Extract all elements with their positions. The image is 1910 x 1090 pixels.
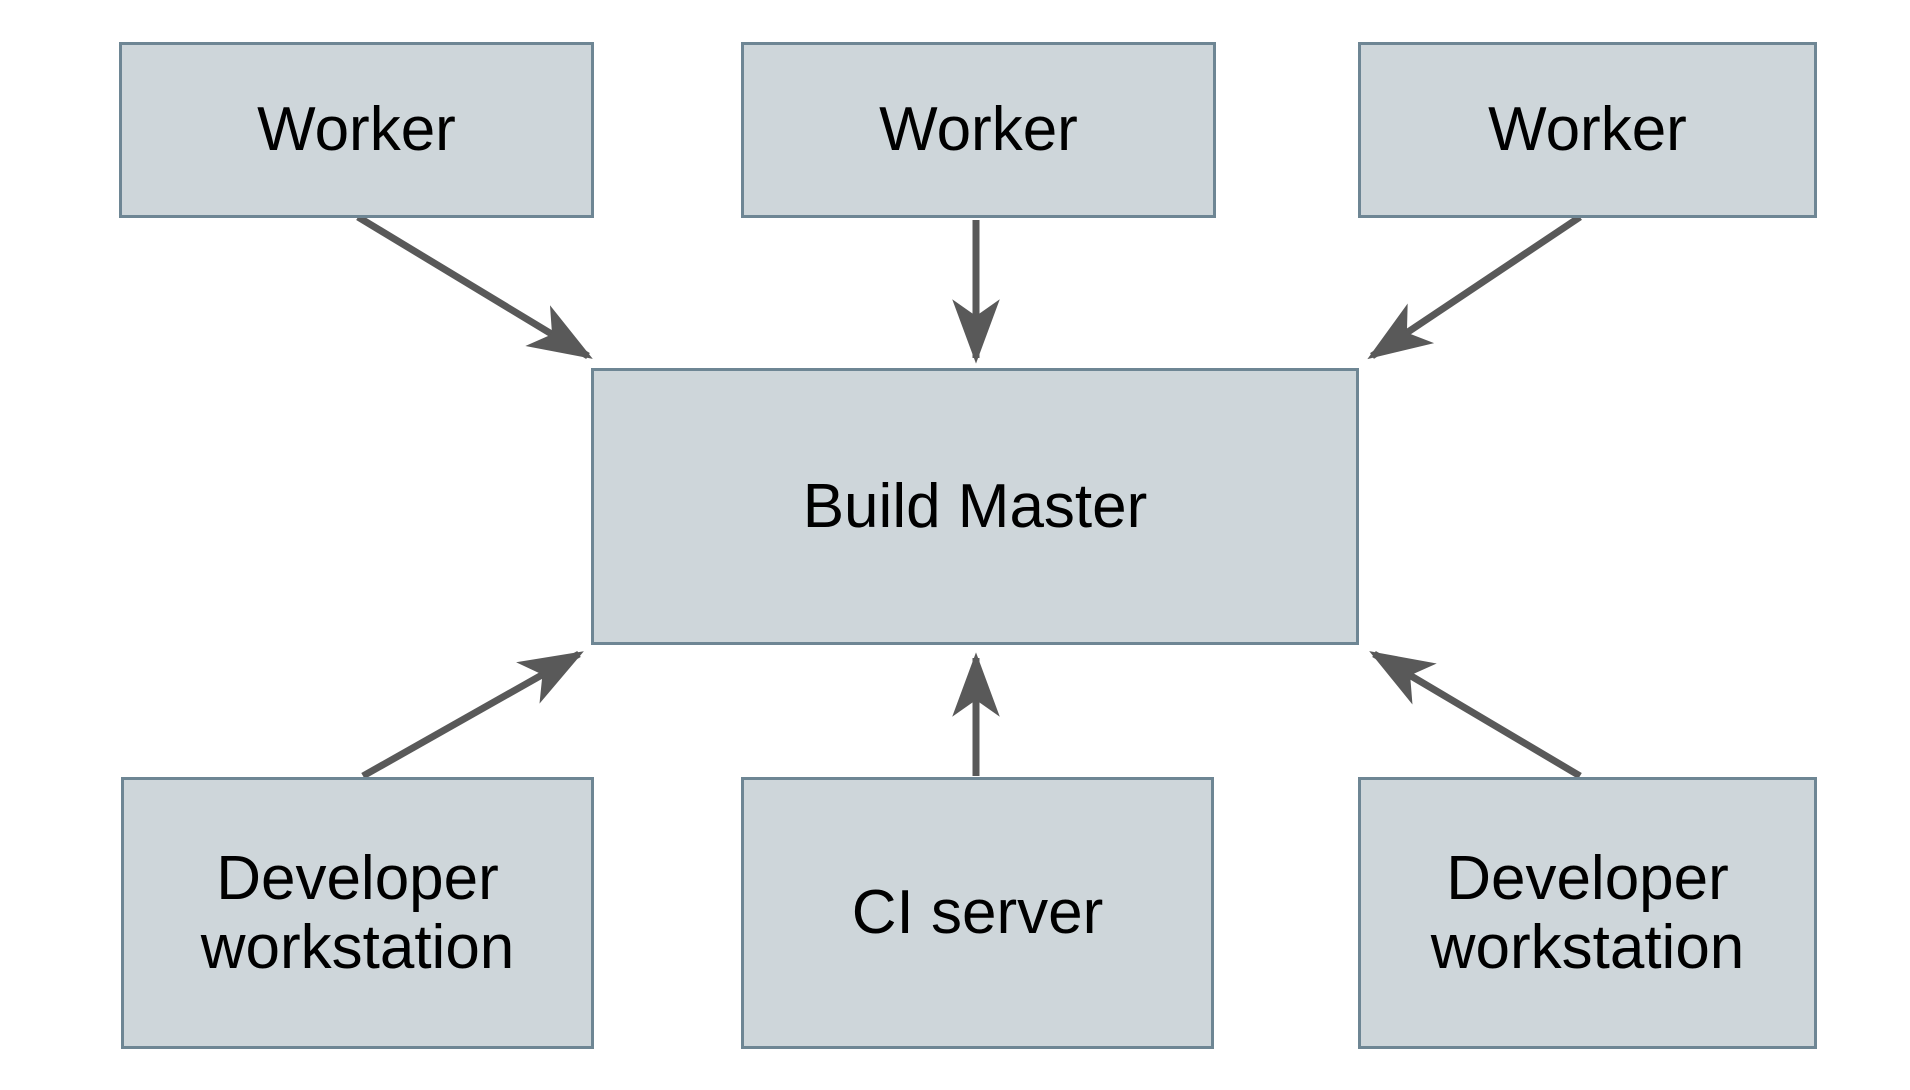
node-developer-workstation-2-label: Developer workstation bbox=[1430, 843, 1745, 982]
edge-worker3-to-master bbox=[1367, 214, 1582, 360]
node-worker-3-label: Worker bbox=[1488, 95, 1687, 165]
edge-devws2-to-master bbox=[1369, 650, 1582, 780]
node-build-master-label: Build Master bbox=[802, 471, 1148, 541]
node-developer-workstation-2[interactable]: Developer workstation bbox=[1358, 777, 1817, 1049]
edge-devws1-to-master bbox=[361, 650, 584, 780]
node-worker-2-label: Worker bbox=[879, 95, 1078, 165]
node-worker-1-label: Worker bbox=[257, 95, 456, 165]
node-build-master[interactable]: Build Master bbox=[591, 368, 1359, 645]
node-developer-workstation-1[interactable]: Developer workstation bbox=[121, 777, 594, 1049]
node-worker-3[interactable]: Worker bbox=[1358, 42, 1817, 218]
edge-worker1-to-master bbox=[356, 214, 593, 359]
node-worker-1[interactable]: Worker bbox=[119, 42, 594, 218]
node-ci-server-label: CI server bbox=[851, 878, 1104, 948]
node-developer-workstation-1-label: Developer workstation bbox=[200, 843, 515, 982]
node-ci-server[interactable]: CI server bbox=[741, 777, 1214, 1049]
node-worker-2[interactable]: Worker bbox=[741, 42, 1216, 218]
